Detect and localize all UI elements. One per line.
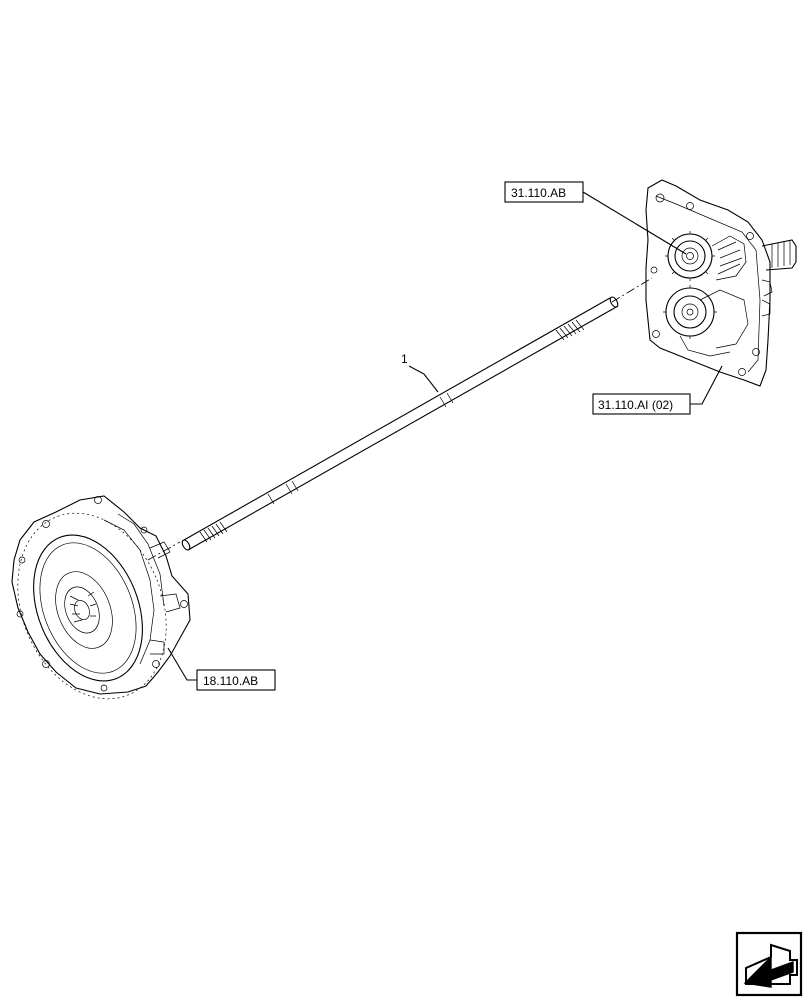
main-shaft	[147, 277, 653, 561]
callout-18-110-ab[interactable]: 18.110.AB	[167, 647, 276, 691]
shaft-splines-left	[199, 521, 228, 543]
next-page-arrow-icon[interactable]	[735, 931, 803, 997]
callout-18-110-ab-label: 18.110.AB	[203, 674, 258, 688]
rear-housing-assembly	[645, 179, 797, 387]
output-shaft-stub	[761, 239, 797, 271]
callout-31-110-ai-02-label: 31.110.AI (02)	[598, 398, 673, 412]
callout-item-1-label: 1	[401, 352, 408, 366]
upper-gear	[665, 231, 715, 281]
callout-31-110-ab-label: 31.110.AB	[511, 186, 566, 200]
callout-item-1[interactable]: 1	[401, 352, 439, 393]
shaft-splines-right	[555, 319, 585, 341]
front-housing-assembly	[11, 495, 191, 700]
lower-gear	[663, 285, 717, 339]
callout-31-110-ai-02[interactable]: 31.110.AI (02)	[592, 365, 723, 415]
callout-31-110-ab[interactable]: 31.110.AB	[504, 181, 687, 255]
